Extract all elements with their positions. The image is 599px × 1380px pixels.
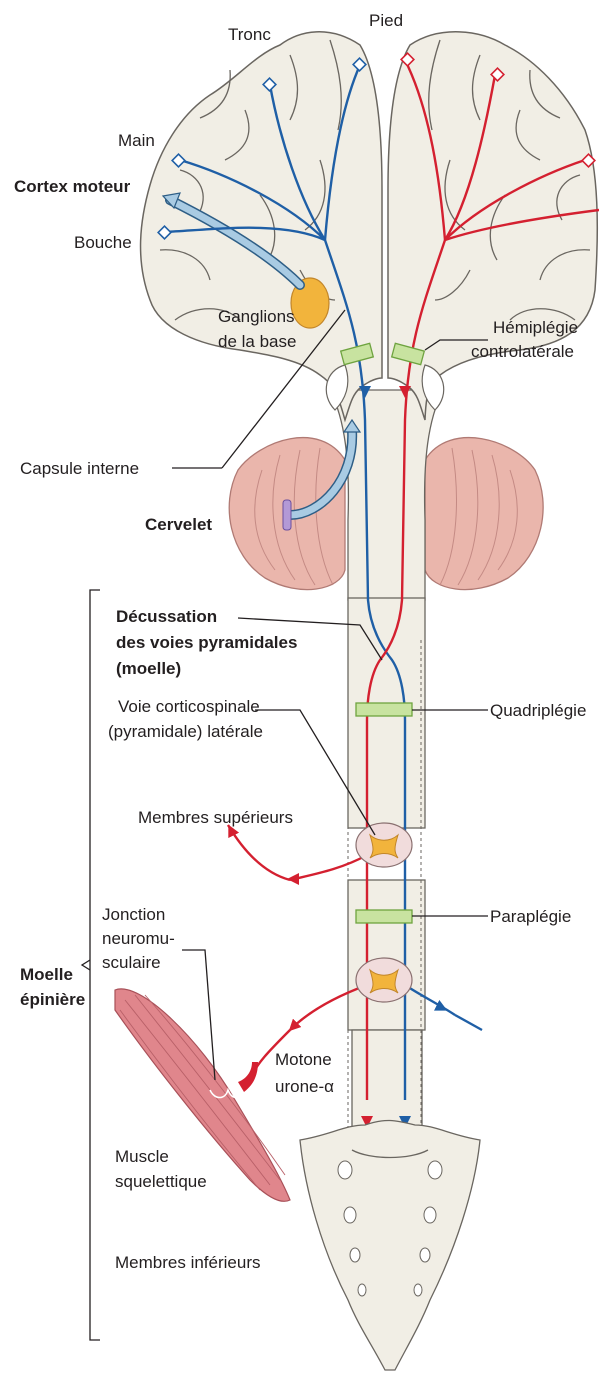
label-muscle-2: squelettique — [115, 1172, 207, 1191]
label-main: Main — [118, 131, 155, 150]
label-decussation-2: des voies pyramidales — [116, 633, 297, 652]
label-quadriplegie: Quadriplégie — [490, 701, 586, 720]
label-tronc: Tronc — [228, 25, 271, 44]
label-ganglions-2: de la base — [218, 332, 296, 351]
label-jonction-3: sculaire — [102, 953, 161, 972]
skeletal-muscle — [115, 989, 290, 1201]
label-decussation-3: (moelle) — [116, 659, 181, 678]
cord-section-cervical — [356, 823, 412, 867]
label-hemiplegie-2: controlatérale — [471, 342, 574, 361]
label-moelle-1: Moelle — [20, 965, 73, 984]
label-jonction-2: neuromu- — [102, 929, 175, 948]
label-voie-1: Voie corticospinale — [118, 697, 260, 716]
spinal-cord — [348, 598, 425, 1150]
label-cervelet: Cervelet — [145, 515, 212, 534]
label-moelle-2: épinière — [20, 990, 85, 1009]
label-hemiplegie-1: Hémiplégie — [493, 318, 578, 337]
sacrum — [300, 1120, 480, 1370]
label-decussation-1: Décussation — [116, 607, 217, 626]
label-bouche: Bouche — [74, 233, 132, 252]
label-muscle-1: Muscle — [115, 1147, 169, 1166]
label-paraplegie: Paraplégie — [490, 907, 571, 926]
label-cortex-moteur: Cortex moteur — [14, 177, 131, 196]
label-ganglions-1: Ganglions — [218, 307, 295, 326]
cord-section-lumbar — [356, 958, 412, 1002]
label-motoneurone-1: Motone — [275, 1050, 332, 1069]
label-voie-2: (pyramidale) latérale — [108, 722, 263, 741]
label-motoneurone-2: urone-α — [275, 1077, 334, 1096]
label-membres-inferieurs: Membres inférieurs — [115, 1253, 261, 1272]
label-membres-superieurs: Membres supérieurs — [138, 808, 293, 827]
label-jonction-1: Jonction — [102, 905, 165, 924]
label-pied: Pied — [369, 11, 403, 30]
label-capsule-interne: Capsule interne — [20, 459, 139, 478]
